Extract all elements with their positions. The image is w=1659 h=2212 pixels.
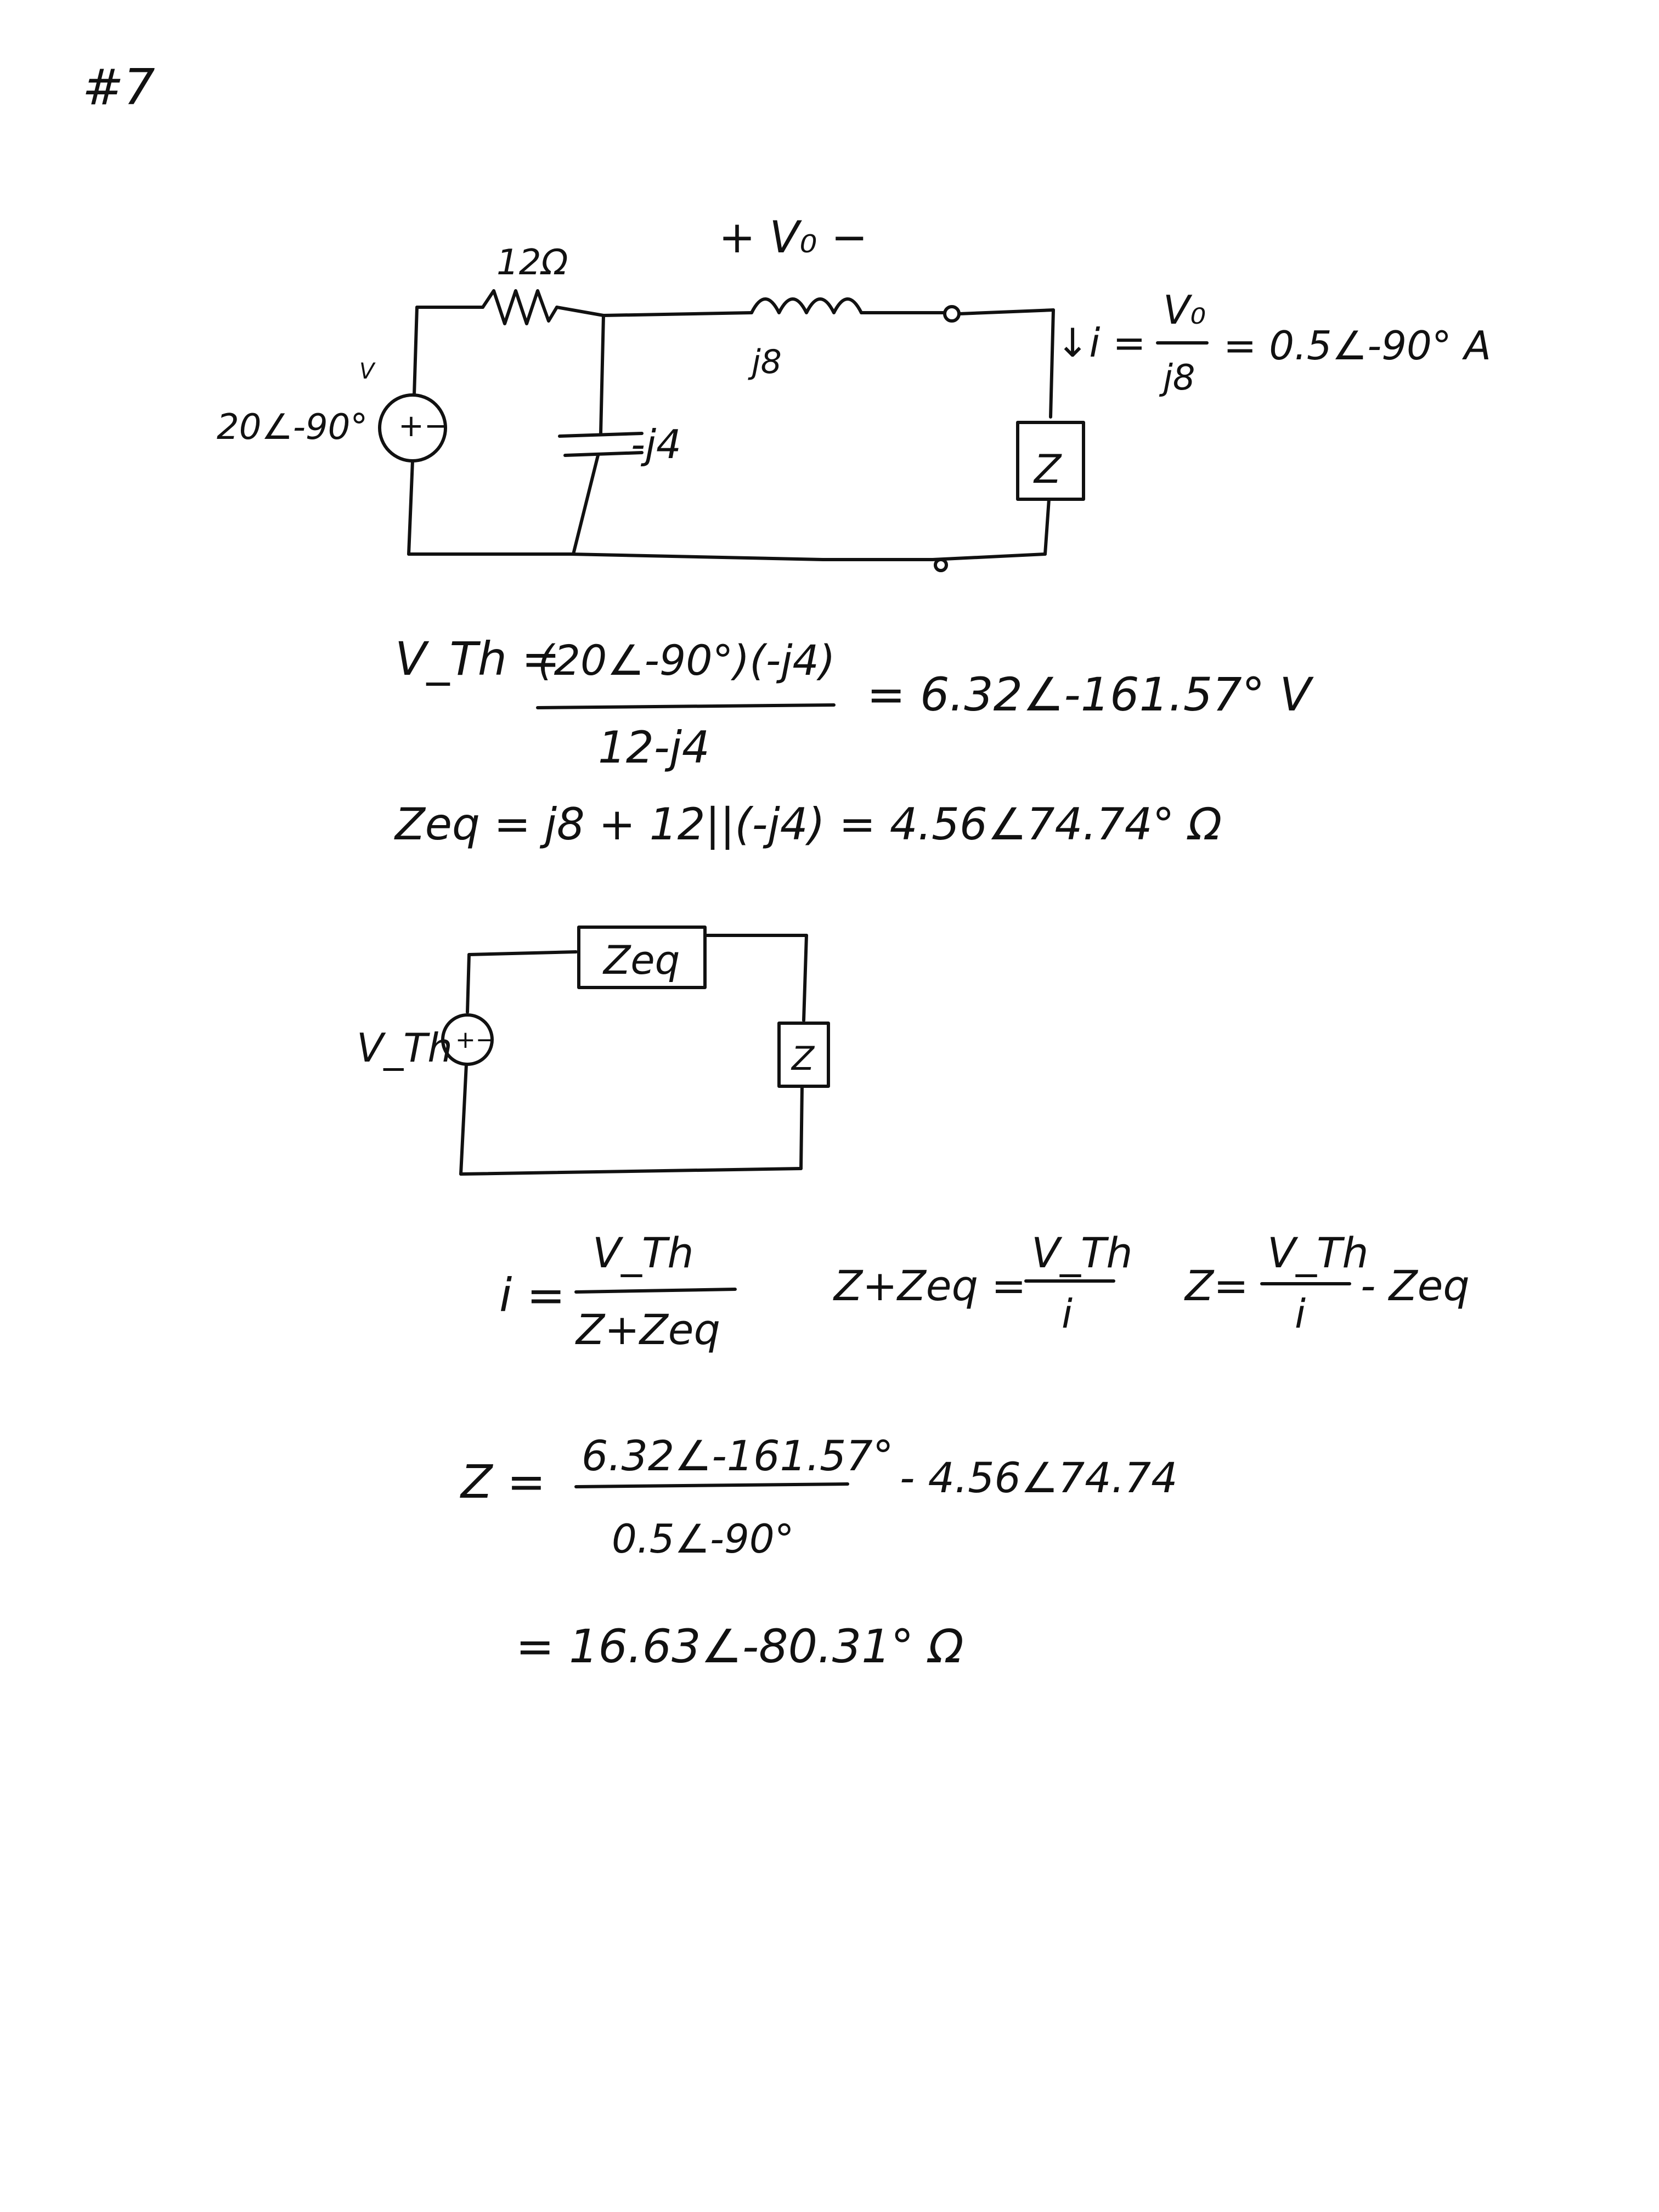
resistor-symbol [481,289,558,325]
current-frac-den: j8 [1159,358,1195,398]
load-z-label-1: Z [1033,446,1062,492]
zeq-box [577,926,707,989]
eq2-denominator: i [1062,1291,1073,1337]
wire-right-top [1049,308,1055,419]
vth-lhs: V_Th = [395,632,560,686]
circuit-2: +− [441,926,830,1176]
source-2-label: V_Th [357,1025,453,1071]
source-1-unit: V [359,359,376,384]
terminal-node-bottom [934,558,948,572]
eq2-numerator: V_Th [1031,1228,1133,1277]
eq1-lhs: i = [499,1268,565,1322]
eq1-frac-bar [574,1288,737,1294]
wire-left-bottom [407,459,414,556]
vth-denominator: 12-j4 [598,722,710,773]
c2-wire-left-bottom [459,1063,468,1176]
eq3-denominator: i [1295,1291,1306,1337]
current-frac-num: V₀ [1163,287,1206,333]
c2-wire-left-top [466,953,471,1014]
wire-left-top [413,306,419,397]
current-eq-lhs: ↓i = [1056,320,1146,366]
c2-wire-right-bottom [799,1085,804,1170]
source-1-label: 20∠-90° [217,407,368,448]
vo-label: + V₀ − [719,212,868,263]
inductor-symbol [750,297,863,314]
vth-numerator: (20∠-90°)(-j4) [538,636,835,685]
inductor-label: j8 [748,343,782,381]
capacitor-plate-1 [558,432,644,438]
eq3-tail: - Zeq [1361,1261,1470,1310]
zeq-line: Zeq = j8 + 12||(-j4) = 4.56∠74.74° Ω [394,799,1222,850]
vth-frac-bar [536,703,836,709]
eq1-denominator: Z+Zeq [575,1305,720,1354]
eq3-numerator: V_Th [1267,1228,1369,1277]
z-result: = 16.63∠-80.31° Ω [516,1620,964,1673]
wire-cap-top [599,314,605,435]
source-2-polarity: +− [455,1026,496,1054]
vth-result: = 6.32∠-161.57° V [867,668,1314,721]
c2-wire-bottom [459,1167,803,1176]
z-lhs: Z = [460,1455,546,1509]
c2-wire-top-left [467,950,578,956]
load-z-label-2: Z [791,1040,815,1078]
resistor-label: 12Ω [496,242,568,283]
wire-top-mid [555,306,753,317]
wire-right-bottom [1043,498,1051,556]
eq3-lhs: Z= [1184,1261,1249,1310]
problem-number: #7 [82,59,155,116]
terminal-node-top [943,305,961,323]
source-1-polarity: +− [398,408,450,444]
c2-wire-right-top [802,934,808,1022]
zeq-box-label: Zeq [602,937,680,983]
capacitor-label: -j4 [631,421,681,467]
capacitor-plate-2 [563,451,644,457]
wire-bottom [407,552,1047,561]
current-eq-rhs: = 0.5∠-90° A [1223,323,1491,369]
z-numerator: 6.32∠-161.57° [582,1431,894,1480]
z-frac-bar [574,1482,849,1488]
eq1-numerator: V_Th [592,1228,694,1277]
circuit-1: +− [378,289,1085,572]
z-denominator: 0.5∠-90° [612,1516,794,1562]
z-tail: - 4.56∠74.74 [900,1453,1178,1502]
wire-cap-bottom [572,454,600,556]
eq2-lhs: Z+Zeq = [833,1261,1026,1310]
wire-top-end [957,308,1055,315]
